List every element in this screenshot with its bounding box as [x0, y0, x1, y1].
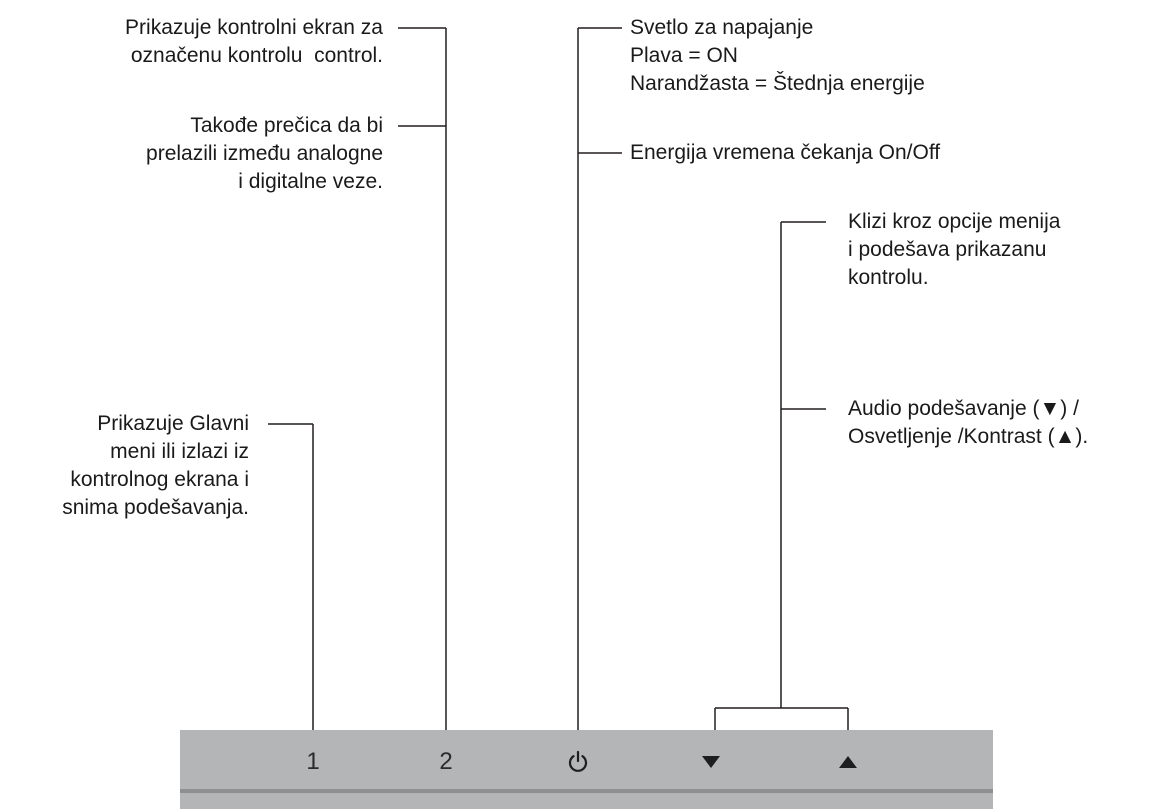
down-button[interactable] [689, 742, 733, 782]
panel-bezel-stripe [180, 789, 993, 793]
arrows-shortcut-description: Audio podešavanje (▼) / Osvetljenje /Kon… [848, 397, 1089, 448]
power-toggle-description: Energija vremena čekanja On/Off [630, 141, 941, 164]
up-triangle-icon [839, 756, 857, 768]
arrows-description: Klizi kroz opcije menija i podešava prik… [848, 210, 1061, 289]
down-triangle-icon [702, 756, 720, 768]
button-1-description: Prikazuje Glavni meni ili izlazi iz kont… [62, 412, 249, 519]
power-button[interactable] [556, 742, 600, 782]
button-2-label: 2 [439, 748, 453, 775]
button-2[interactable]: 2 [424, 742, 468, 782]
up-button[interactable] [826, 742, 870, 782]
power-icon [568, 750, 588, 772]
button-1-label: 1 [306, 748, 320, 775]
button-1[interactable]: 1 [291, 742, 335, 782]
monitor-control-panel: 1 2 [180, 730, 993, 809]
button-2-description-b: Takođe prečica da bi prelazili između an… [146, 114, 383, 193]
power-light-description: Svetlo za napajanje Plava = ON Narandžas… [630, 16, 925, 95]
button-2-description-a: Prikazuje kontrolni ekran za označenu ko… [125, 16, 383, 67]
